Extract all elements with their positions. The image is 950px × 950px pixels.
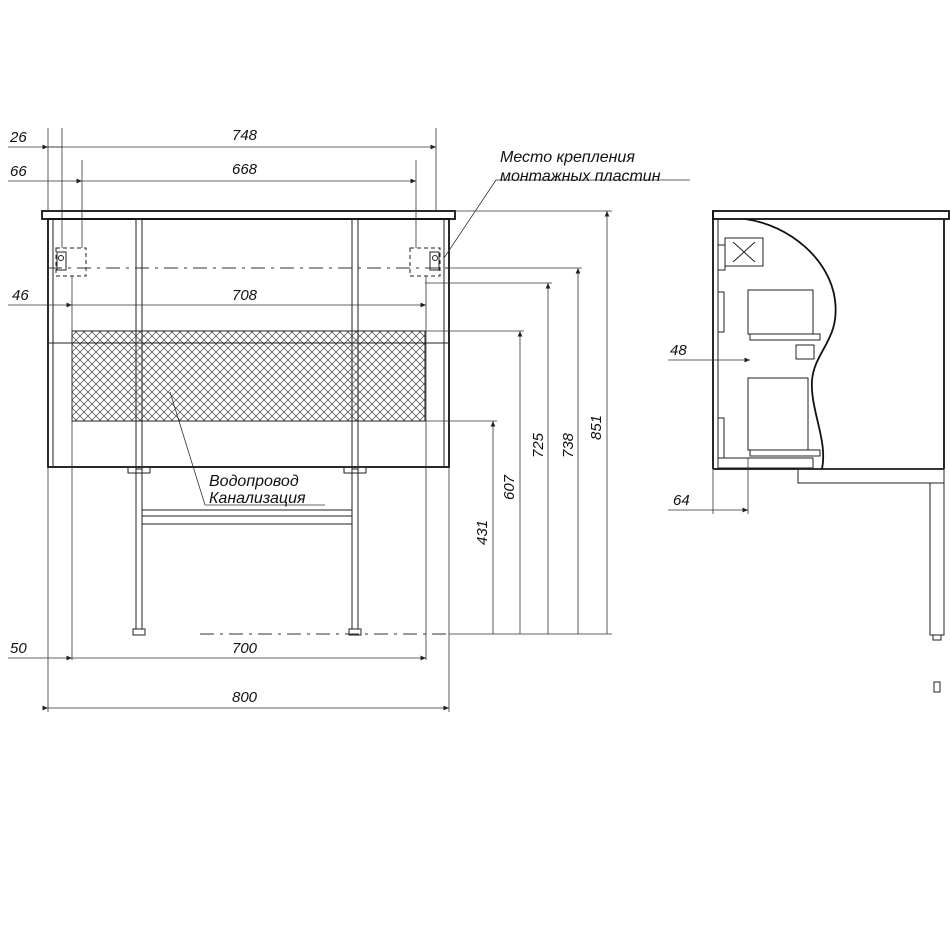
mounting-plate-left [55,247,87,277]
dim-431: 431 [474,520,491,545]
mount-label-line2: монтажных пластин [500,168,661,185]
side-view: 48 64 [668,210,950,693]
dim-64: 64 [673,492,690,509]
dim-66: 66 [10,163,27,180]
lower-drawer [747,377,809,451]
dim-800: 800 [232,689,258,706]
dim-748: 748 [232,127,258,144]
countertop [41,210,456,220]
dim-725: 725 [530,432,547,458]
front-view: 26 748 66 668 46 708 50 700 800 431 607 … [8,127,690,712]
dim-738: 738 [560,432,577,458]
pipes-label-line1: Водопровод [209,473,299,490]
upper-drawer [747,289,814,335]
dim-607: 607 [501,474,518,500]
dim-50: 50 [10,640,27,657]
dim-48: 48 [670,342,687,359]
basin-curve [744,218,837,470]
side-leg [929,482,945,636]
dim-668: 668 [232,161,258,178]
mounting-plate-right [409,247,441,277]
side-frame [797,468,945,484]
dim-700: 700 [232,640,258,657]
pipes-label-line2: Канализация [209,490,306,507]
mount-label-line1: Место крепления [500,149,635,166]
dim-708: 708 [232,287,258,304]
dim-851: 851 [588,415,605,440]
plumbing-zone [71,330,426,422]
side-countertop [712,210,950,220]
dim-26: 26 [9,129,27,146]
frame-posts [127,218,367,636]
dim-46: 46 [12,287,29,304]
